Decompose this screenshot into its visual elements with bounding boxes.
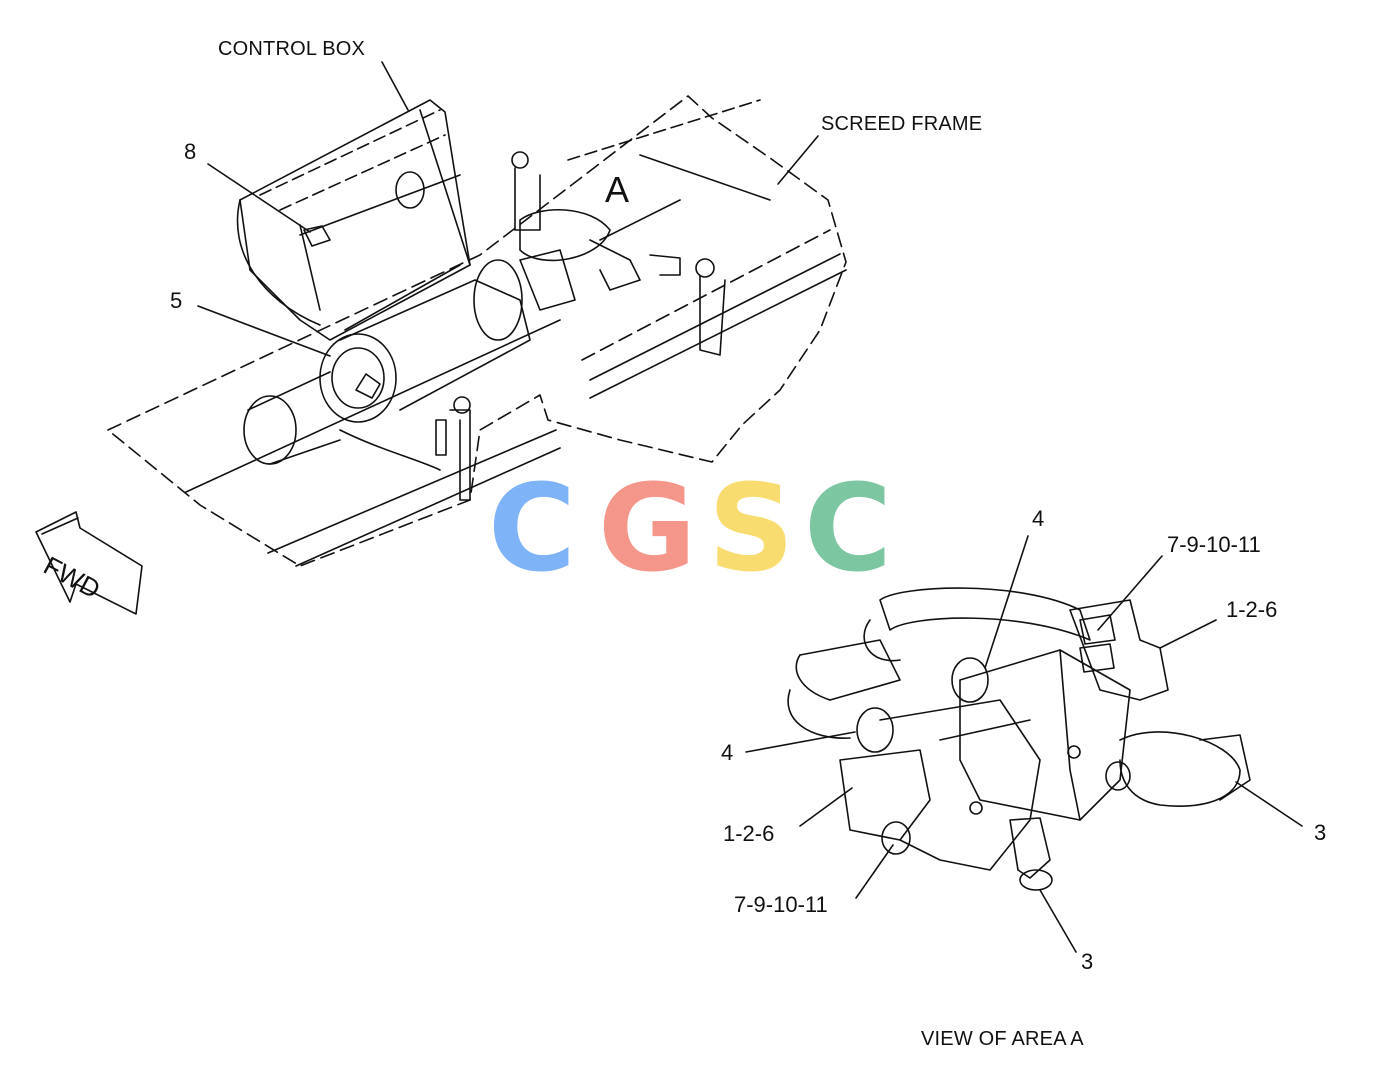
label-view-4-top: 4 [1032,506,1045,531]
label-screed-frame: SCREED FRAME [821,113,983,135]
label-view-1-2-6-left: 1-2-6 [723,821,775,846]
view-caption: VIEW OF AREA A [921,1028,1084,1050]
area-a-drawing [511,151,726,356]
fwd-arrow-shape [35,511,143,615]
watermark-letter-4: C [804,460,899,599]
label-view-7-9-10-11-bottom: 7-9-10-11 [734,892,828,917]
label-view-7-9-10-11-top: 7-9-10-11 [1167,532,1261,557]
view-area-a-drawing [787,587,1251,891]
label-view-3-bottom: 3 [1081,949,1094,974]
label-view-4-left: 4 [721,740,734,765]
label-area-a: A [605,169,630,210]
label-control-box: CONTROL BOX [218,38,366,60]
view-leader-lines [745,535,1303,953]
watermark-letter-2: G [598,460,703,599]
label-view-1-2-6-right: 1-2-6 [1226,597,1278,622]
watermark-letter-3: S [708,460,801,599]
label-part-8: 8 [184,139,197,164]
label-part-5: 5 [170,288,183,313]
upper-leader-lines [197,61,819,357]
label-view-3-right: 3 [1314,820,1327,845]
motor-drawing [243,259,531,501]
watermark-letter-1: C [488,460,583,599]
control-box-drawing [236,99,471,341]
